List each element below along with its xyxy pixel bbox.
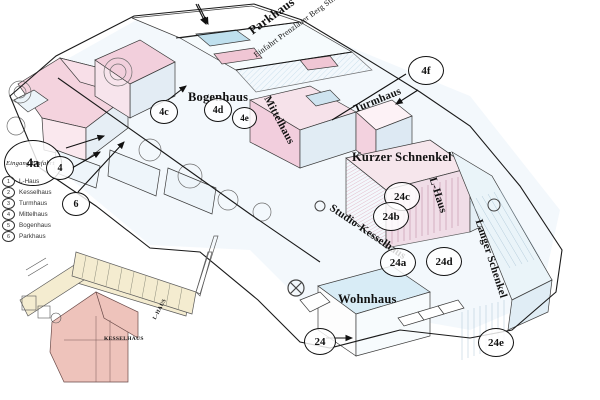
legend-label: Bogenhaus [19, 222, 51, 229]
marker-24e[interactable]: 24e [478, 328, 514, 357]
marker-4f[interactable]: 4f [408, 56, 444, 85]
legend-number: 4 [2, 209, 15, 220]
marker-4d[interactable]: 4d [204, 98, 232, 122]
marker-6[interactable]: 6 [62, 192, 90, 216]
legend: 1 L-Haus 2 Kesselhaus 3 Turmhaus 4 Mitte… [2, 176, 52, 242]
marker-4c[interactable]: 4c [150, 100, 178, 124]
texture-east-2 [469, 189, 541, 269]
marker-4e[interactable]: 4e [232, 107, 257, 129]
legend-number: 3 [2, 198, 15, 209]
legend-item: 4 Mittelhaus [2, 209, 52, 220]
marker-24b[interactable]: 24b [373, 202, 409, 231]
crossed-circle-icon [287, 279, 305, 297]
site-outline [9, 3, 563, 349]
marker-4[interactable]: 4 [46, 156, 74, 180]
east-wings [345, 139, 553, 331]
legend-item: 5 Bogenhaus [2, 220, 52, 231]
marker-24[interactable]: 24 [304, 328, 336, 355]
legend-label: Parkhaus [19, 233, 46, 240]
legend-number: 2 [2, 187, 15, 198]
texture-wohn [461, 300, 505, 360]
legend-label: Kesselhaus [19, 189, 52, 196]
floorplan-label-kesselhaus: KESSELHAUS [104, 336, 144, 342]
legend-number: 1 [2, 176, 15, 187]
tree-cluster-west [6, 57, 272, 222]
legend-label: Turmhaus [19, 200, 48, 207]
building-label-kurzer-schenkel: Kurzer Schnenkel [352, 150, 452, 164]
legend-number: 6 [2, 231, 15, 242]
building-label-wohnhaus: Wohnhaus [338, 292, 397, 306]
circled-1-icon [487, 198, 501, 212]
marker-4a-sublabel: Eingang Einfahrt [6, 160, 55, 167]
plan-grid [81, 255, 183, 311]
marker-24d[interactable]: 24d [426, 247, 462, 276]
marker-24a[interactable]: 24a [380, 248, 416, 277]
legend-item: 6 Parkhaus [2, 231, 52, 242]
legend-label: L-Haus [19, 178, 40, 185]
floorplan-inset [19, 235, 219, 383]
parkhaus-block [131, 5, 373, 93]
legend-item: 1 L-Haus [2, 176, 52, 187]
legend-number: 5 [2, 220, 15, 231]
legend-label: Mittelhaus [19, 211, 48, 218]
circled-1-icon-2 [314, 200, 326, 212]
central-buildings [249, 85, 413, 169]
legend-item: 3 Turmhaus [2, 198, 52, 209]
leader-lines [65, 3, 419, 342]
legend-item: 2 Kesselhaus [2, 187, 52, 198]
